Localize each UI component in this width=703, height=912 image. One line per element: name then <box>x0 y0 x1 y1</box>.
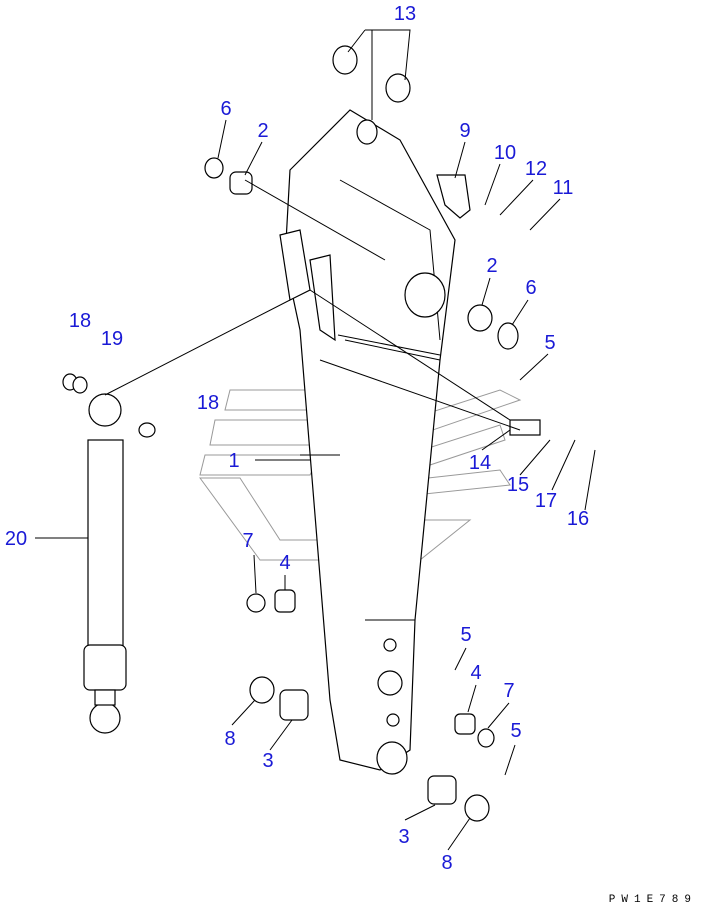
callout-3b: 3 <box>398 826 409 848</box>
callout-6: 6 <box>220 98 231 120</box>
callout-5c: 5 <box>510 720 521 742</box>
callout-11: 11 <box>553 177 574 199</box>
callout-labels: 13 6 2 9 10 12 11 2 6 5 18 19 18 1 14 15… <box>5 3 589 874</box>
arm-cylinder <box>83 393 127 734</box>
callout-7: 7 <box>242 530 253 552</box>
callout-12: 12 <box>525 158 547 180</box>
callout-17: 17 <box>535 490 557 512</box>
callout-9: 9 <box>459 120 470 142</box>
callout-2: 2 <box>257 120 268 142</box>
watermark-logo <box>199 389 522 561</box>
callout-7b: 7 <box>503 680 514 702</box>
leader-lines <box>35 29 596 851</box>
callout-5: 5 <box>544 332 555 354</box>
callout-6b: 6 <box>525 277 536 299</box>
callout-13: 13 <box>394 3 416 25</box>
callout-8b: 8 <box>441 852 452 874</box>
callout-14: 14 <box>469 452 491 474</box>
callout-20: 20 <box>5 528 27 550</box>
callout-4b: 4 <box>470 662 481 684</box>
callout-1: 1 <box>228 450 239 472</box>
callout-15: 15 <box>507 474 529 496</box>
small-parts <box>62 45 541 822</box>
callout-2b: 2 <box>486 255 497 277</box>
drawing-code: PW1E789 <box>608 894 697 906</box>
arm-boom <box>279 109 456 775</box>
callout-3: 3 <box>262 750 273 772</box>
callout-19: 19 <box>101 328 123 350</box>
callout-16: 16 <box>567 508 589 530</box>
callout-10: 10 <box>494 142 516 164</box>
callout-4: 4 <box>279 552 290 574</box>
callout-8: 8 <box>224 728 235 750</box>
callout-18b: 18 <box>197 392 219 414</box>
callout-18: 18 <box>69 310 91 332</box>
callout-5b: 5 <box>460 624 471 646</box>
